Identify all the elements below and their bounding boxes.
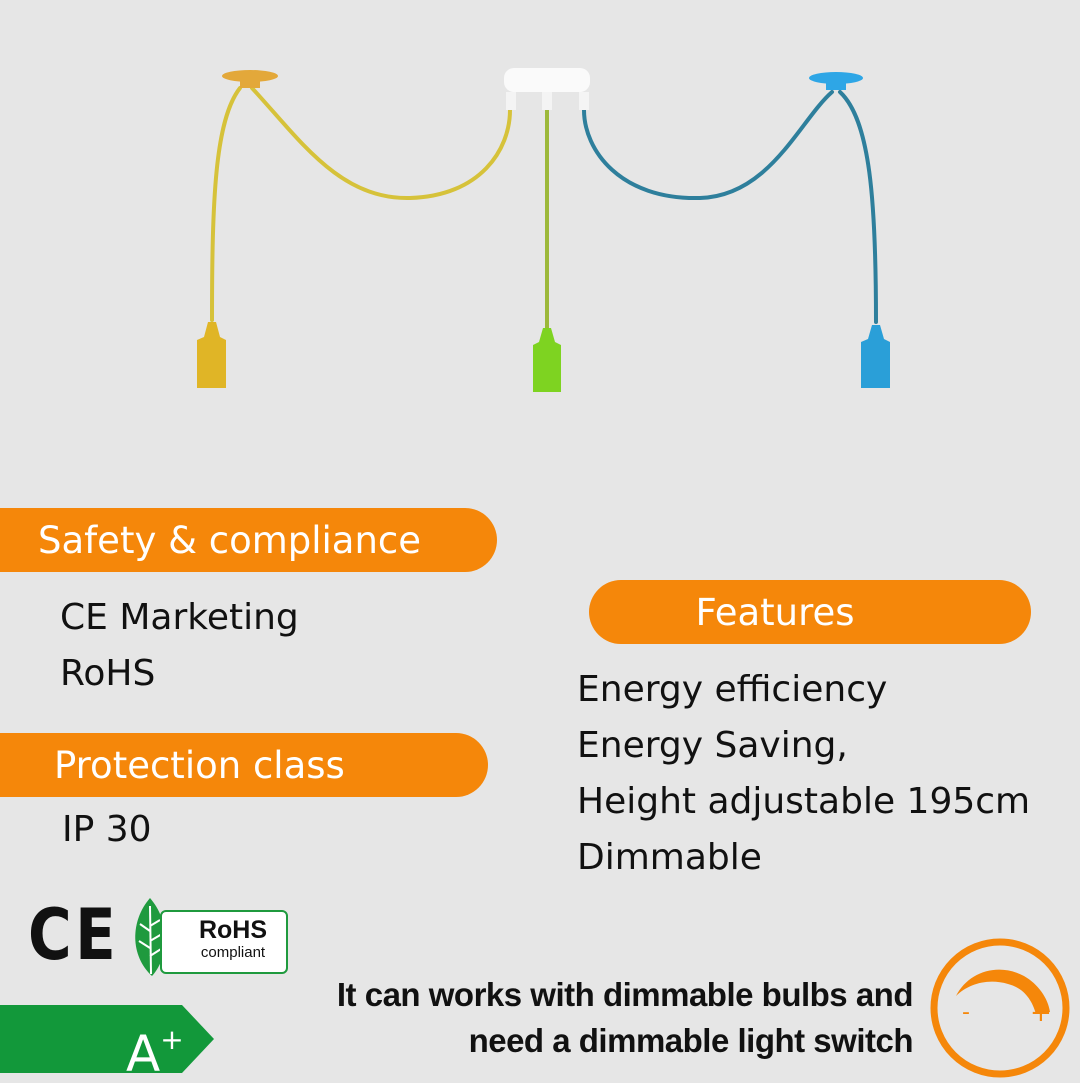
feature-item: Dimmable bbox=[577, 837, 762, 878]
dimmer-minus: - bbox=[962, 1000, 970, 1025]
rohs-badge: RoHS compliant bbox=[160, 910, 288, 974]
dimmer-icon bbox=[930, 938, 1070, 1078]
rohs-title: RoHS bbox=[198, 916, 268, 944]
dimmer-note-line: need a dimmable light switch bbox=[468, 1022, 914, 1059]
energy-plus: + bbox=[160, 1023, 184, 1056]
energy-class-label: A+ bbox=[126, 1012, 184, 1082]
dimmer-note: It can works with dimmable bulbs and nee… bbox=[270, 972, 914, 1064]
feature-item: Height adjustable 195cm bbox=[577, 781, 1031, 822]
pendant-lamp-image bbox=[197, 68, 890, 392]
features-title: Features bbox=[695, 590, 855, 634]
leaf-icon bbox=[135, 898, 166, 976]
safety-title: Safety & compliance bbox=[38, 518, 422, 562]
safety-list: CE Marketing RoHS bbox=[60, 590, 299, 702]
safety-item: RoHS bbox=[60, 653, 156, 694]
safety-compliance-header: Safety & compliance bbox=[0, 508, 497, 572]
rohs-subtitle: compliant bbox=[200, 944, 266, 961]
safety-item: CE Marketing bbox=[60, 597, 299, 638]
energy-class: A bbox=[126, 1025, 161, 1083]
protection-class-header: Protection class bbox=[0, 733, 488, 797]
features-header: Features bbox=[589, 580, 1031, 644]
feature-item: Energy efficiency bbox=[577, 669, 888, 710]
feature-item: Energy Saving, bbox=[577, 725, 848, 766]
ce-mark: CE bbox=[28, 894, 120, 976]
energy-class-arrow bbox=[0, 1005, 214, 1073]
dimmer-note-line: It can works with dimmable bulbs and bbox=[336, 976, 914, 1013]
dimmer-plus: + bbox=[1030, 998, 1052, 1028]
features-list: Energy efficiency Energy Saving, Height … bbox=[577, 662, 1030, 886]
protection-value: IP 30 bbox=[62, 809, 152, 850]
protection-title: Protection class bbox=[54, 743, 345, 787]
